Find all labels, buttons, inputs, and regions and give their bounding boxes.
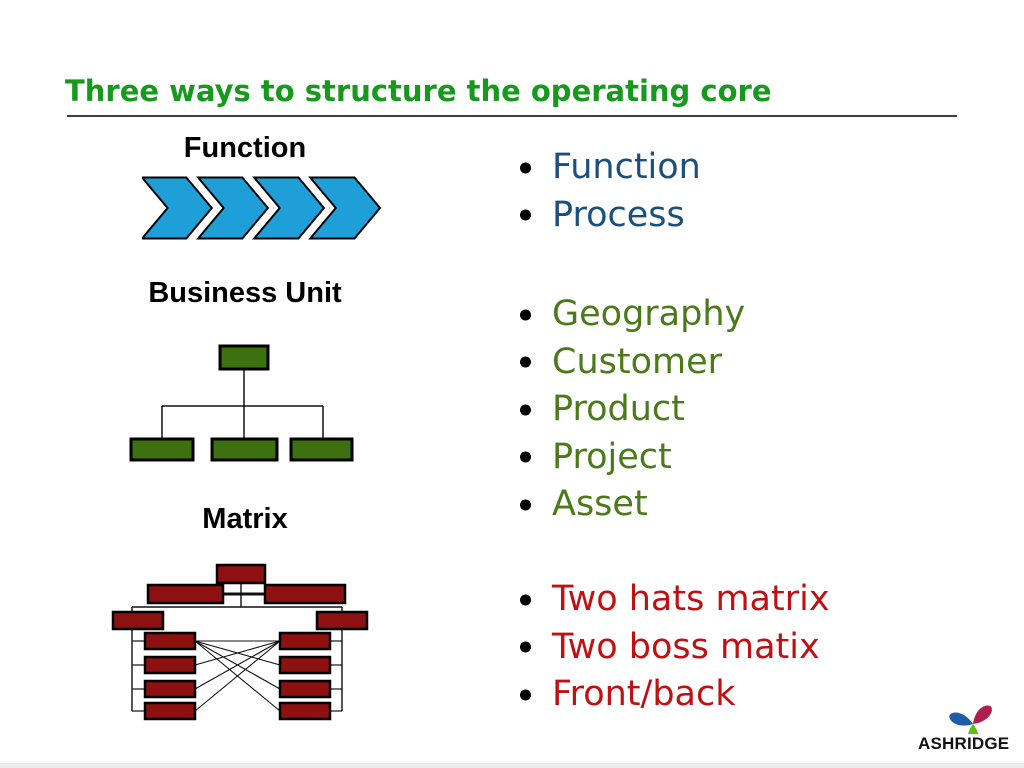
bullet-list-matrix-forms: Two hats matrix Two boss matix Front/bac…: [518, 576, 830, 719]
list-item: Customer: [518, 339, 745, 387]
ashridge-logo-text: ASHRIDGE: [918, 734, 1010, 753]
org-chart-icon: [129, 344, 354, 462]
list-item: Asset: [518, 481, 745, 529]
list-item: Geography: [518, 291, 745, 339]
bottom-edge-strip: [0, 763, 1024, 768]
function-diagram-label: Function: [183, 132, 307, 164]
bullet-list-market-facing: Geography Customer Product Project Asset: [518, 291, 745, 529]
list-item: Two boss matix: [518, 624, 830, 672]
ashridge-pinwheel-icon: [949, 705, 992, 750]
list-item: Two hats matrix: [518, 576, 830, 624]
chevron-arrows-icon: [142, 176, 382, 240]
title-underline: [67, 115, 957, 117]
list-item: Process: [518, 192, 701, 240]
bullet-list-function-process: Function Process: [518, 144, 701, 239]
business-unit-diagram-label: Business Unit: [148, 277, 342, 309]
list-item: Product: [518, 386, 745, 434]
ashridge-logo: ASHRIDGE: [912, 682, 1016, 754]
matrix-diagram-label: Matrix: [202, 503, 288, 535]
list-item: Project: [518, 434, 745, 482]
page-title: Three ways to structure the operating co…: [65, 74, 772, 108]
matrix-chart-icon: [111, 563, 369, 721]
list-item: Front/back: [518, 671, 830, 719]
list-item: Function: [518, 144, 701, 192]
